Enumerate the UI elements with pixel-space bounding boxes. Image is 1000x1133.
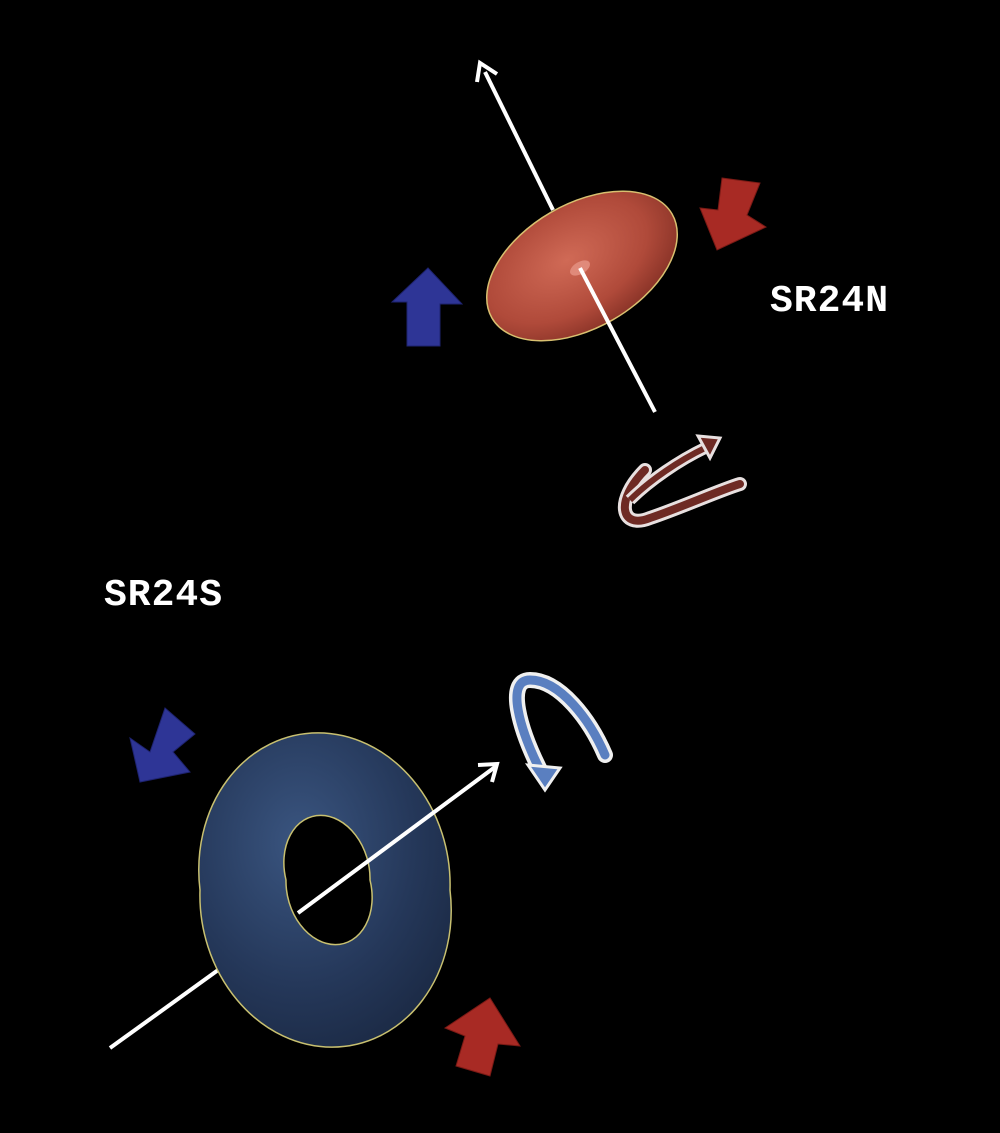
south-axis-back [108,958,234,1050]
label-sr24s: SR24S [104,574,224,617]
red-arrow-down-left-icon [699,177,768,251]
blue-disk [198,732,452,1048]
blue-rotation-arrow-body [512,675,610,775]
blue-arrow-up-icon [390,267,464,347]
sr24s-system [108,671,613,1077]
north-axis-front [578,267,657,413]
blue-rotation-arrowhead [524,763,563,793]
sr24n-system [390,59,768,528]
label-sr24n: SR24N [770,280,890,323]
blue-arrow-down-left-icon [129,707,196,783]
red-rotation-arrowhead [695,434,723,462]
red-arrow-up-right-icon [443,997,521,1077]
red-rotation-arrow-arm-fill [627,445,707,503]
north-axis-back [483,71,555,211]
south-axis-arrowhead [477,761,500,783]
south-axis-front [296,765,497,915]
north-axis-arrowhead [475,59,499,83]
